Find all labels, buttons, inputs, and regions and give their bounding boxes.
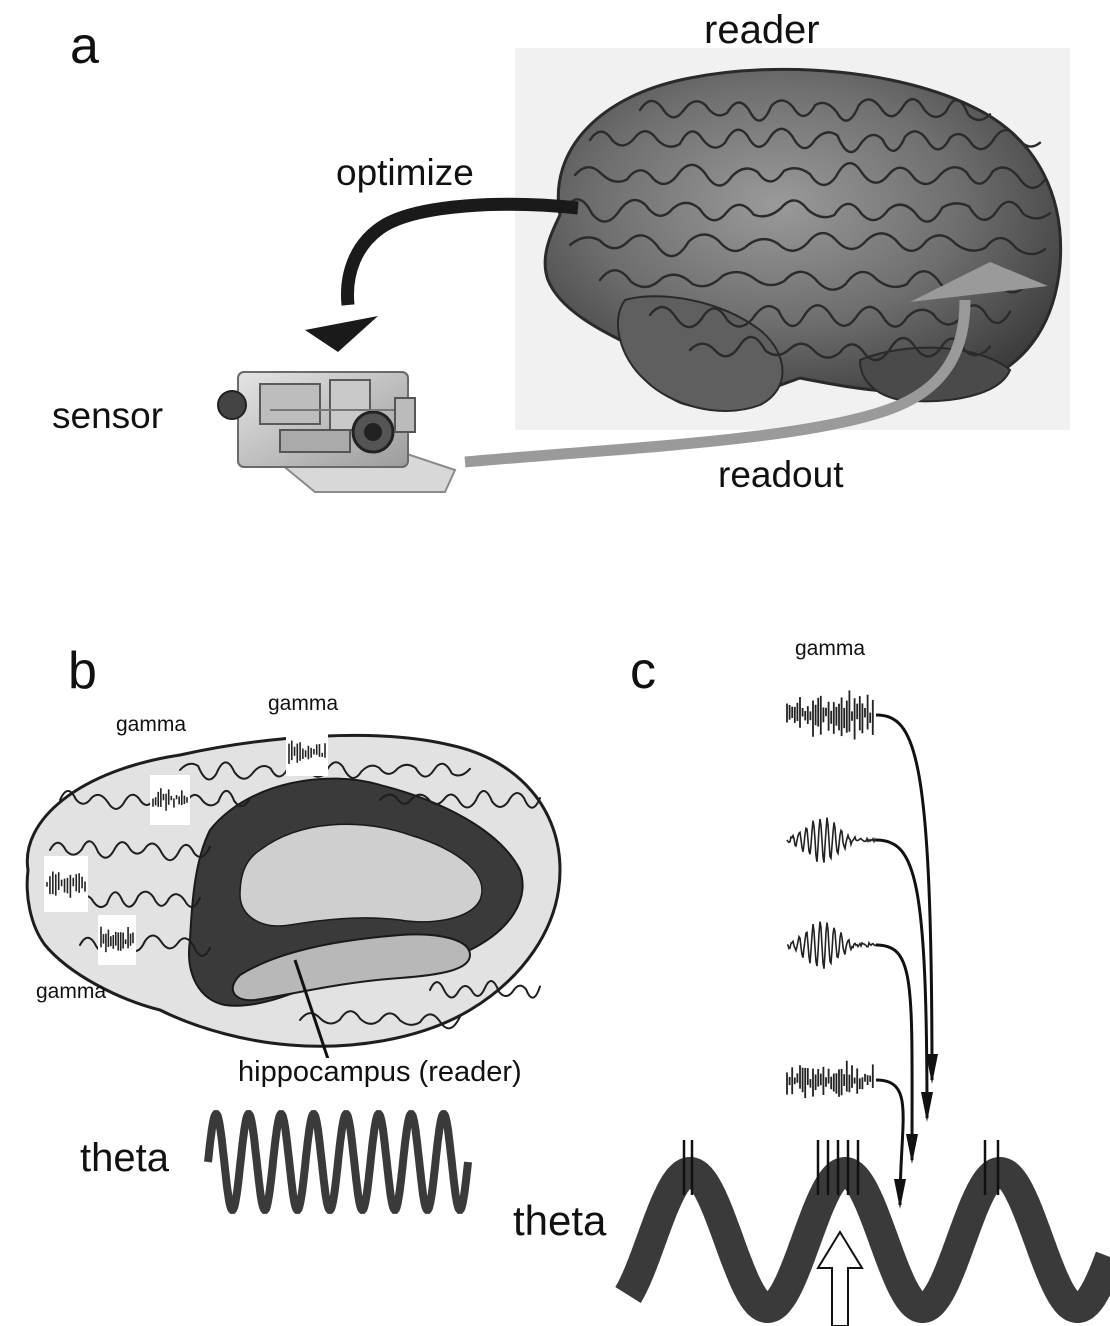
readout-label: readout <box>718 456 844 493</box>
gamma-label-frontal: gamma <box>116 714 186 735</box>
theta-label-c: theta <box>513 1200 606 1242</box>
panel-c <box>628 690 1110 1326</box>
hippocampus-label: hippocampus (reader) <box>238 1058 522 1087</box>
arrow-head <box>894 1179 906 1209</box>
arrow-head <box>921 1092 933 1122</box>
gamma-to-theta-arrow <box>876 715 932 1080</box>
panel-c-letter: c <box>630 645 656 697</box>
panel-a-letter: a <box>70 20 99 72</box>
gamma-label-temporal: gamma <box>36 981 106 1002</box>
optimize-label: optimize <box>336 154 474 191</box>
medial-brain-drawing <box>27 735 560 1065</box>
arrow-head <box>906 1134 918 1164</box>
gamma-to-theta-arrow <box>876 945 912 1160</box>
c-gamma-traces <box>787 690 877 1098</box>
phase-marker-arrow <box>818 1232 862 1326</box>
gamma-label-parietal: gamma <box>268 693 338 714</box>
theta-label-b: theta <box>80 1138 169 1178</box>
gamma-to-theta-arrow <box>876 840 927 1118</box>
c-converging-arrows <box>876 715 938 1209</box>
gamma-trace <box>787 818 877 863</box>
reader-label: reader <box>704 10 820 50</box>
theta-wave-b <box>208 1114 468 1210</box>
gamma-trace <box>787 922 877 969</box>
sensor-label: sensor <box>52 397 163 434</box>
sensor-device-image <box>218 372 455 492</box>
gamma-label-c: gamma <box>795 638 865 659</box>
panel-b-letter: b <box>68 645 97 697</box>
panel-a <box>218 48 1070 492</box>
theta-wave-c <box>628 1172 1110 1308</box>
optimize-arrowhead <box>305 316 378 352</box>
